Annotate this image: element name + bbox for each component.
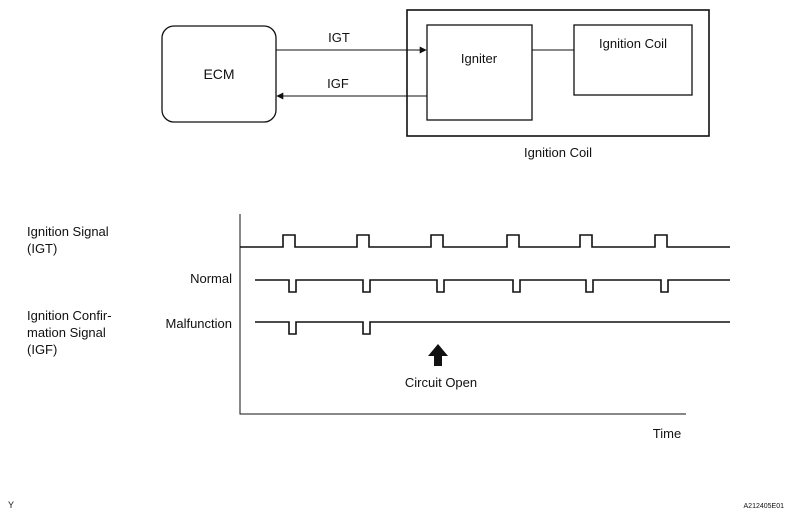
igniter-box [426,24,533,121]
igt-arrow-label: IGT [328,30,350,45]
igniter-label: Igniter [461,51,498,66]
ignition-coil-assembly-box [406,9,710,137]
time-axis-label: Time [653,426,681,441]
igt-waveform [240,234,730,248]
corner-mark-left: Y [8,500,14,510]
figure-id: A212405E01 [744,503,785,510]
time-axis [239,214,686,415]
ignition-coil-box [573,24,693,96]
ecm-label: ECM [203,66,234,82]
igt-row-label: Ignition Signal (IGT) [27,224,112,256]
circuit-open-label: Circuit Open [405,375,477,390]
normal-label: Normal [190,271,232,286]
igf-malfunction-waveform [255,321,730,335]
circuit-open-arrow-icon [428,344,448,366]
ecm-box [161,25,277,123]
igf-arrow-label: IGF [327,76,349,91]
igf-normal-waveform [255,279,730,293]
ignition-coil-label: Ignition Coil [599,36,667,51]
malfunction-label: Malfunction [166,316,232,331]
ignition-coil-assembly-label: Ignition Coil [524,145,592,160]
igf-row-label: Ignition Confir- mation Signal (IGF) [27,308,115,357]
